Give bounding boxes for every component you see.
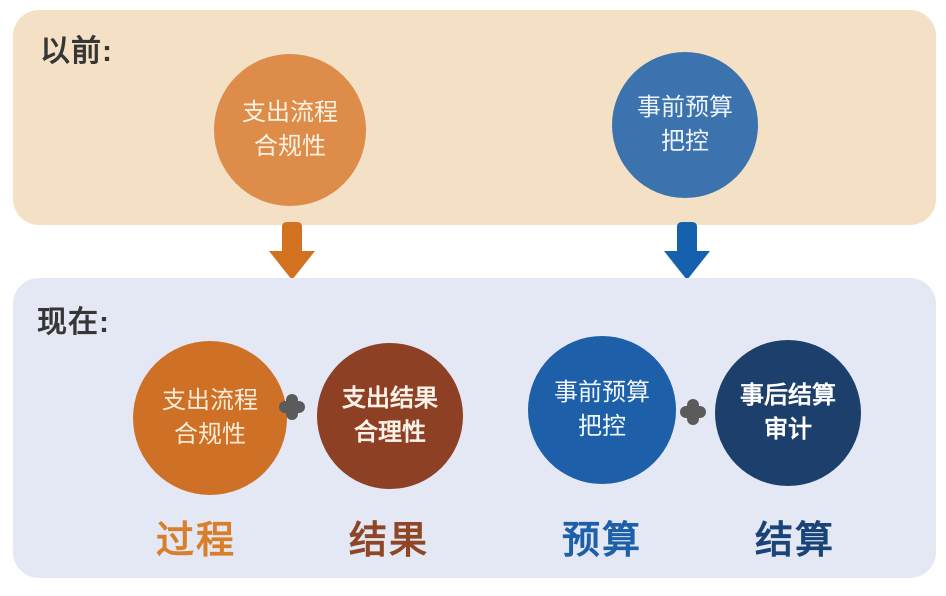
caption-budget: 预算 xyxy=(561,520,643,562)
caption-result: 结果 xyxy=(348,520,430,562)
orange-down-arrow-icon xyxy=(269,222,315,280)
blue-down-arrow-icon xyxy=(664,222,710,280)
before-process-circle: 支出流程 合规性 xyxy=(214,54,366,206)
now-budget-circle: 事前预算 把控 xyxy=(528,336,676,484)
caption-settlement: 结算 xyxy=(754,520,836,562)
plus-icon xyxy=(279,394,305,420)
before-label: 以前: xyxy=(40,35,113,68)
now-settlement-circle: 事后结算 审计 xyxy=(715,340,861,486)
caption-process: 过程 xyxy=(155,520,237,562)
before-panel xyxy=(13,10,936,225)
now-label: 现在: xyxy=(37,306,110,339)
before-budget-circle: 事前预算 把控 xyxy=(612,52,758,198)
plus-icon xyxy=(680,399,706,425)
now-process-circle: 支出流程 合规性 xyxy=(133,341,287,495)
now-result-circle: 支出结果 合理性 xyxy=(317,343,463,489)
